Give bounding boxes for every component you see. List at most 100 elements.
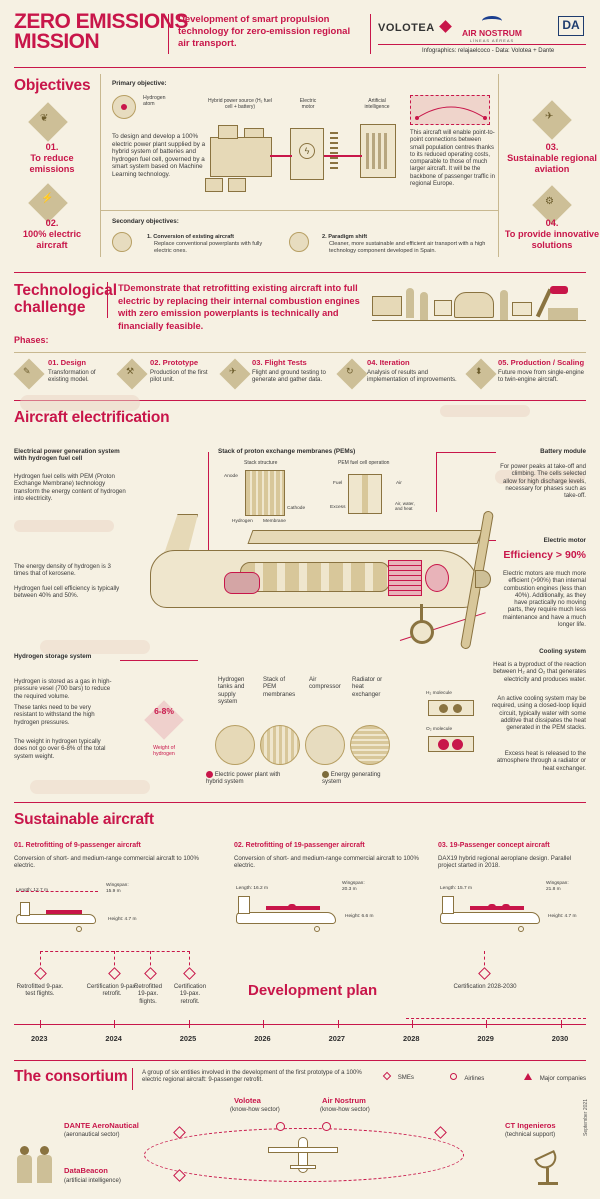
legend-pink-dot [206, 771, 213, 778]
gear-icon: ⚙ [545, 196, 554, 207]
leader-line [436, 452, 437, 512]
phase-5-text: Future move from single-engine to twin-e… [498, 369, 585, 384]
hybrid-source-label: Hybrid power source (H₂ fuel cell + batt… [208, 98, 272, 110]
a1-text: Conversion of short- and medium-range co… [14, 855, 199, 870]
phase-2-title: 02. Prototype [150, 358, 199, 367]
cloud [20, 395, 140, 411]
electrification-title: Aircraft electrification [14, 409, 170, 426]
europe-map-illustration [410, 95, 490, 125]
circle-icon [450, 1073, 457, 1080]
cloud [495, 470, 585, 484]
plan-drop [484, 951, 485, 971]
ct-role: (technical support) [505, 1131, 556, 1138]
plane-icon: ✈ [545, 111, 554, 122]
header-subtitle: Development of smart propulsion technolo… [178, 14, 351, 49]
a1-height: Height: 4.7 m [108, 917, 137, 922]
h2-molecule-icon [428, 700, 474, 716]
year-tick [412, 1020, 413, 1028]
title-line2: MISSION [14, 30, 100, 53]
cathode-label: Cathode [287, 506, 306, 511]
year-label: 2024 [105, 1034, 122, 1043]
a1-length-marker [16, 891, 98, 892]
gen-text2: The energy density of hydrogen is 3 time… [14, 563, 111, 578]
compressor-icon [305, 725, 345, 765]
cooling-title: Cooling system [539, 648, 586, 655]
objectives-title: Objectives [14, 77, 91, 94]
motor-text: Electric motors are much more efficient … [502, 570, 586, 629]
diamond-icon [382, 1071, 392, 1081]
obj04-text: To provide innovative solutions [504, 229, 600, 250]
route-icon [415, 106, 487, 120]
timeline-axis [14, 1024, 586, 1025]
dante-role: (aeronautical sector) [64, 1131, 120, 1138]
grille-illustration [330, 132, 338, 172]
plan-title: Development plan [248, 982, 378, 999]
year-label: 2026 [254, 1034, 271, 1043]
date-label: September 2021 [583, 1099, 589, 1136]
pem-operation-illustration [348, 474, 382, 514]
a1-title: 01. Retrofitting of 9-passenger aircraft [14, 842, 141, 849]
secondary-label: Secondary objectives: [112, 218, 179, 225]
milestone-3: Retrofitted 19-pax. flights. [133, 983, 163, 1005]
milestone-marker [144, 967, 157, 980]
obj02-text: 100% electric aircraft [22, 229, 82, 250]
connector-line-1 [270, 155, 292, 157]
leaf-icon: ❦ [40, 113, 49, 124]
cooling-text3: Excess heat is released to the atmospher… [496, 750, 586, 772]
sustainable-rule [14, 802, 586, 803]
air-label: Air [396, 481, 402, 486]
obj04: 04. To provide innovative solutions [494, 218, 600, 251]
consortium-ellipse [144, 1128, 464, 1182]
milestone-marker [108, 967, 121, 980]
obj01-num: 01. [45, 142, 59, 152]
a2-title: 02. Retrofitting of 19-passenger aircraf… [234, 842, 365, 849]
obj03-num: 03. [545, 142, 559, 152]
phase-1-title: 01. Design [48, 358, 86, 367]
year-tick [486, 1020, 488, 1028]
ai-computer-illustration [360, 124, 396, 178]
challenge-title-1: Technological [14, 282, 118, 299]
a3-plane-illustration [440, 892, 542, 936]
legend-olive-text: Energy generating system [322, 771, 381, 786]
legend-smes: SMEs [382, 1071, 414, 1081]
primary-right-border [498, 74, 499, 257]
battery-pack-illustration [210, 137, 272, 177]
anode-label: Anode [224, 474, 238, 479]
volotea-logo: VOLOTEA [378, 20, 452, 34]
o2-label: O₂ molecule [426, 727, 453, 732]
electric-motor-label: Electric motor [299, 98, 317, 110]
a2-length: Length: 16.2 m [236, 886, 269, 891]
primary-left-border [100, 74, 101, 257]
tanks-icon [215, 725, 255, 765]
challenge-title: Technological challenge [14, 282, 117, 316]
a2-text: Conversion of short- and medium-range co… [234, 855, 419, 870]
consortium-text: A group of six entities involved in the … [142, 1069, 362, 1084]
membrane-label: Membrane [263, 519, 286, 524]
dante-name: DANTE AeroNautical [64, 1121, 139, 1130]
year-label: 2030 [551, 1034, 569, 1043]
plane-test-icon: ✈ [229, 366, 237, 376]
challenge-title-2: challenge [14, 299, 86, 316]
milestone-marker [34, 967, 47, 980]
plan-drop [189, 951, 190, 971]
year-tick [263, 1020, 265, 1028]
gen-title: Electrical power generation system with … [14, 448, 120, 463]
sec1-title: 1. Conversion of existing aircraft [147, 234, 235, 240]
airnostrum-logo-sub: LÍNEAS AÉREAS [469, 38, 515, 43]
phase-3-title: 03. Flight Tests [252, 358, 307, 367]
motor-title: Electric motor [543, 537, 586, 544]
legend-pink: Electric power plant with hybrid system [206, 771, 286, 786]
electrification-rule [14, 400, 586, 401]
volotea-logo-text: VOLOTEA [378, 22, 435, 34]
comp-air: Air compressor [309, 676, 341, 691]
header-divider-2 [370, 14, 371, 54]
fuel-label: Fuel [333, 481, 343, 486]
comp-radiator: Radiator or heat exchanger [352, 676, 383, 698]
sustainable-title: Sustainable aircraft [14, 811, 154, 828]
header-title: ZERO EMISSIONS MISSION [14, 11, 188, 53]
storage-text2: These tanks need to be very resistant to… [14, 704, 95, 726]
stack-structure-illustration [245, 470, 285, 516]
smes-marker [434, 1126, 447, 1139]
obj03: 03. Sustainable regional aviation [494, 142, 600, 175]
a1-length: Length: 12.7 m [16, 888, 49, 893]
